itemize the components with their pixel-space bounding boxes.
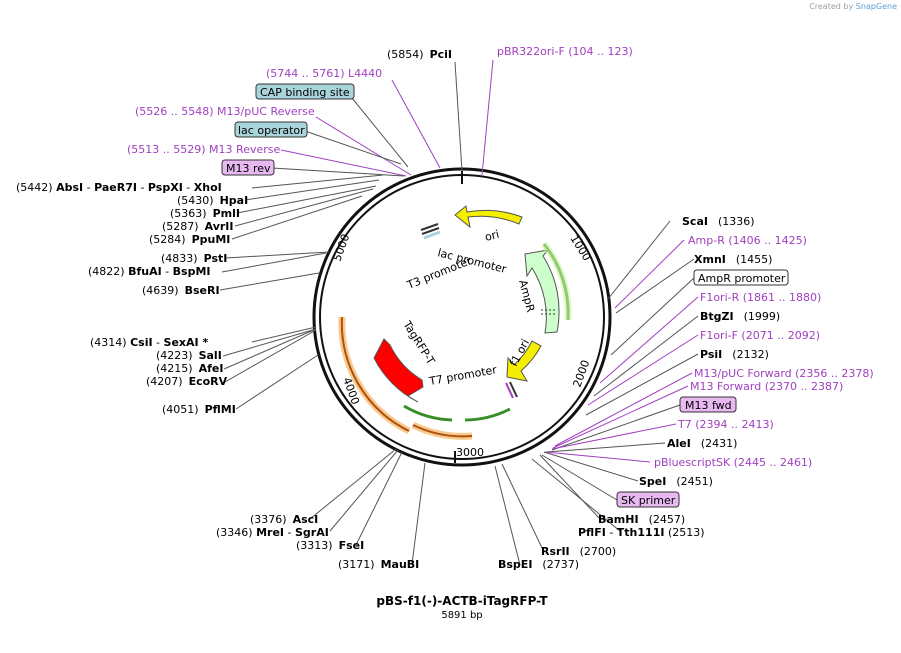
label-psii: PsiI(2132)	[700, 348, 769, 361]
ring-tick-5000: 5000	[331, 232, 353, 263]
label-sali: (4223)SalI	[156, 349, 222, 362]
feature-ori-arrow	[454, 205, 523, 229]
label-ppumi: (5284)PpuMI	[149, 233, 230, 246]
label-xmni: XmnI(1455)	[694, 253, 772, 266]
box-lac-operator	[234, 121, 308, 138]
label-hpai: (5430)HpaI	[177, 194, 248, 207]
green-promoter-arc-2	[464, 407, 511, 422]
label-psti: (4833)PstI	[161, 252, 227, 265]
label-absi-xhoi: (5442) AbsI - PaeR7I - PspXI - XhoI	[16, 181, 222, 194]
label-pbr322ori-f: pBR322ori-F (104 .. 123)	[497, 45, 633, 58]
label-m13-reverse: (5513 .. 5529) M13 Reverse	[127, 143, 280, 156]
connector-lines	[219, 59, 699, 566]
ampr-region-marks	[541, 309, 556, 315]
box-m13-rev	[221, 159, 275, 176]
snapgene-credit: Created by SnapGene	[809, 2, 897, 11]
orange-element-arc	[340, 316, 410, 432]
label-bseri: (4639)BseRI	[142, 284, 220, 297]
label-ampr-promoter: AmpR promoter	[698, 272, 786, 285]
ring-tick-2000: 2000	[571, 358, 593, 389]
label-cap-binding-site: CAP binding site	[260, 86, 350, 99]
label-bamhi: BamHI(2457)	[598, 513, 685, 526]
right-labels: pBR322ori-F (104 .. 123) ScaI(1336) Amp-…	[497, 45, 874, 571]
label-alei: AleI(2431)	[667, 437, 737, 450]
label-rsrii: RsrII(2700)	[541, 545, 616, 558]
label-spei: SpeI(2451)	[639, 475, 713, 488]
label-sk-primer: SK primer	[621, 494, 676, 507]
label-maubi: (3171)MauBI	[338, 558, 419, 571]
label-ecorv: (4207)EcoRV	[146, 375, 228, 388]
label-fsei: (3313)FseI	[296, 539, 364, 552]
box-cap-binding-site	[255, 83, 355, 100]
credit-prefix: Created by	[809, 2, 854, 11]
credit-brand: SnapGene	[855, 2, 897, 11]
label-mrei-sgrai: (3346) MreI - SgrAI	[216, 526, 329, 539]
feature-ampr-arrow	[524, 249, 560, 334]
t7-promoter-label: T7 promoter	[427, 363, 498, 388]
label-t7-primer: T7 (2394 .. 2413)	[677, 418, 774, 431]
feature-f1-ori-arrow	[506, 340, 542, 382]
ring-tick-1000: 1000	[567, 233, 593, 264]
lac-region-marks	[420, 223, 441, 240]
label-avrii: (5287)AvrII	[162, 220, 233, 233]
label-lac-operator: lac operator	[238, 124, 305, 137]
feature-ampr-label: AmpR	[516, 278, 537, 313]
label-btgzi: BtgZI(1999)	[700, 310, 780, 323]
label-f1ori-r: F1ori-R (1861 .. 1880)	[700, 291, 821, 304]
label-asci: (3376)AscI	[250, 513, 318, 526]
label-pbluescriptsk: pBluescriptSK (2445 .. 2461)	[654, 456, 812, 469]
feature-ori-label: ori	[483, 228, 500, 244]
feature-tagrfp-t-label: TagRFP-T	[400, 318, 437, 367]
feature-tagrfp-t-arrow	[373, 338, 424, 403]
label-m13-rev: M13 rev	[226, 162, 271, 175]
label-m13-fwd: M13 fwd	[685, 399, 732, 412]
label-scai: ScaI(1336)	[682, 215, 755, 228]
left-labels: (5854)PciI (5744 .. 5761) L4440 CAP bind…	[16, 48, 452, 571]
orange-element-arc-2	[412, 424, 473, 438]
label-m13-puc-forward: M13/pUC Forward (2356 .. 2378)	[694, 367, 874, 380]
label-pcii: (5854)PciI	[387, 48, 452, 61]
label-afei: (4215)AfeI	[156, 362, 223, 375]
label-m13-forward: M13 Forward (2370 .. 2387)	[690, 380, 843, 393]
ampr-promoter-highlight	[541, 241, 572, 321]
t3-promoter-label: T3 promoter	[404, 254, 474, 292]
label-pflmi: (4051)PflMI	[162, 403, 236, 416]
green-promoter-arc-1	[403, 404, 453, 422]
plasmid-size: 5891 bp	[441, 610, 482, 621]
plasmid-name: pBS-f1(-)-ACTB-iTagRFP-T	[376, 594, 548, 608]
label-f1ori-f: F1ori-F (2071 .. 2092)	[700, 329, 820, 342]
label-bspei: BspEI(2737)	[498, 558, 579, 571]
label-pflfi-tth111i: PflFI - Tth111I (2513)	[578, 526, 705, 539]
label-amp-r: Amp-R (1406 .. 1425)	[688, 234, 807, 247]
ring-tick-3000: 3000	[456, 446, 484, 459]
label-pmli: (5363)PmlI	[170, 207, 240, 220]
box-sk-primer	[616, 491, 680, 508]
label-csii-sexai: (4314) CsiI - SexAI *	[90, 336, 208, 349]
label-bfuai-bspmi: (4822) BfuAI - BspMI	[88, 265, 211, 278]
box-m13-fwd	[679, 396, 737, 413]
label-l4440: (5744 .. 5761) L4440	[266, 67, 382, 80]
box-ampr-promoter	[693, 269, 789, 286]
label-m13-puc-reverse: (5526 .. 5548) M13/pUC Reverse	[135, 105, 315, 118]
t7-region-marks	[505, 381, 518, 399]
